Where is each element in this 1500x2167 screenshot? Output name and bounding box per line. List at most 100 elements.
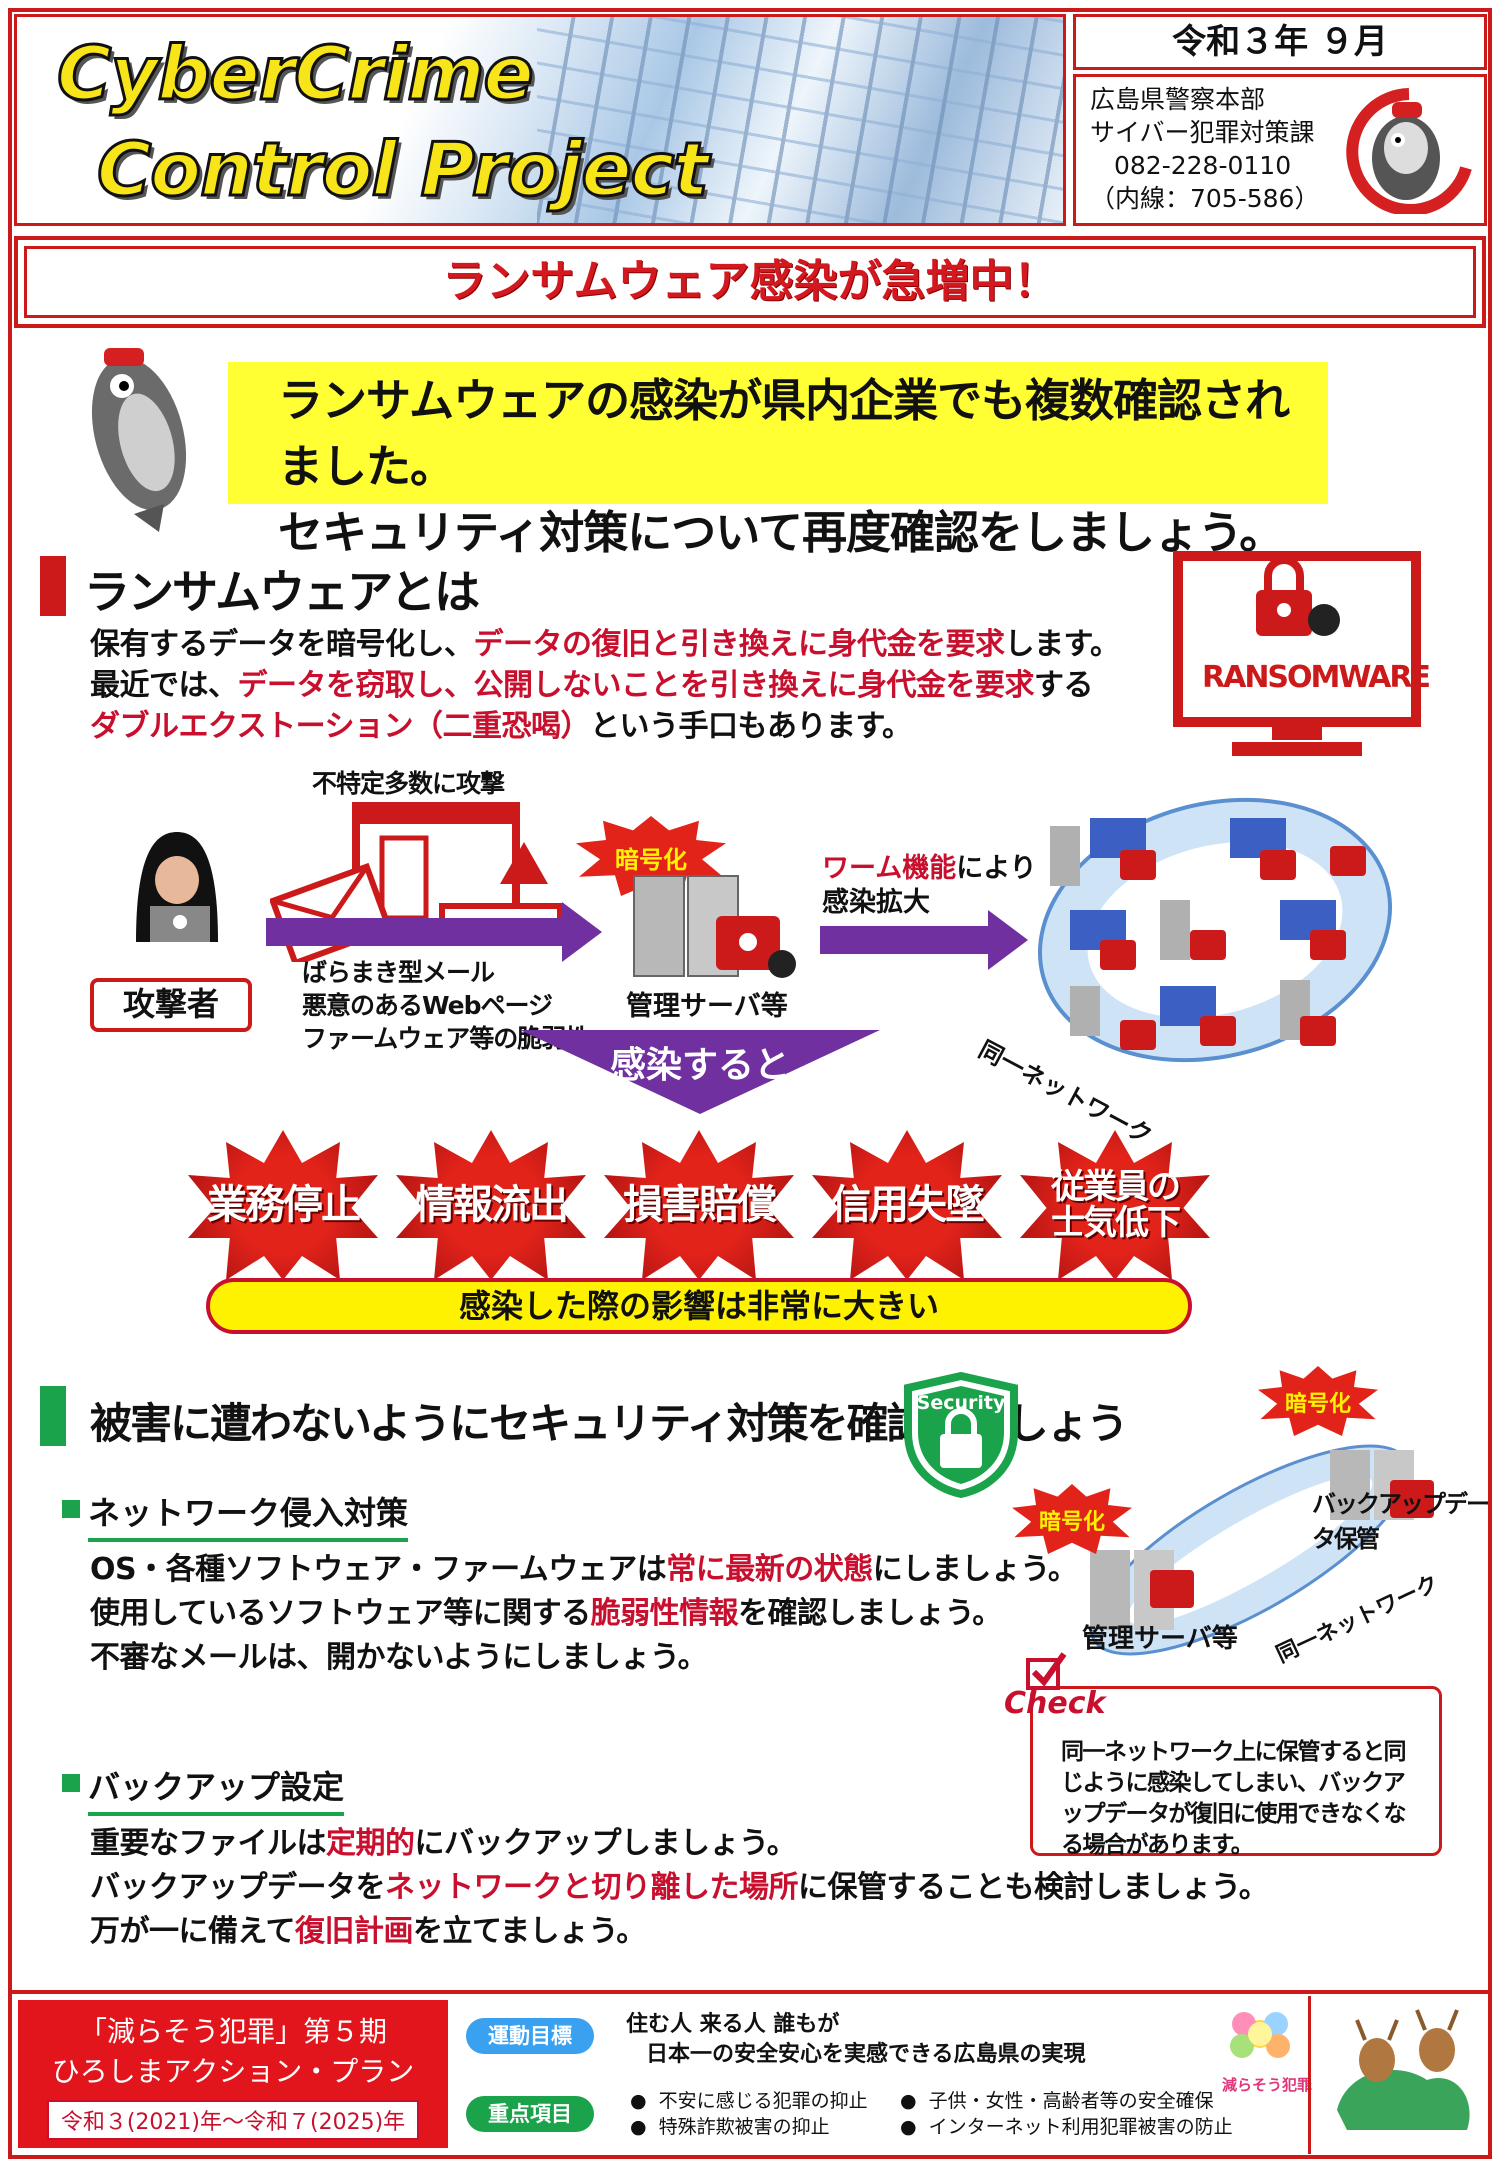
backup-body: 重要なファイルは定期的にバックアップしましょう。 バックアップデータをネットワー… — [90, 1822, 1269, 1954]
plan-line2: ひろしまアクション・プラン — [51, 2055, 415, 2088]
worm-label: ワーム機能により 感染拡大 — [822, 852, 1037, 920]
n1c: にしましょう。 — [872, 1552, 1078, 1587]
page-frame — [8, 8, 1492, 2159]
backup-marker — [62, 1774, 80, 1792]
b3a: 万が一に備えて — [90, 1914, 296, 1949]
s1-p2a: 最近では、 — [90, 668, 238, 703]
contact-info: 広島県警察本部 サイバー犯罪対策課 082-228-0110 （内線：705-5… — [1073, 74, 1487, 226]
b1a: 重要なファイルは — [90, 1826, 327, 1861]
n3: 不審なメールは、開かないようにしましょう。 — [90, 1640, 708, 1675]
vector-mail: ばらまき型メール — [302, 958, 495, 987]
checkmark-icon — [1026, 1652, 1067, 1690]
attacker-icon — [136, 832, 218, 942]
b3c: を立てましょう。 — [413, 1914, 646, 1949]
attack-arrow — [266, 918, 566, 946]
b1c: にバックアップしましょう。 — [414, 1826, 797, 1861]
worm-b: により — [956, 853, 1037, 884]
attacker-label: 攻撃者 — [90, 978, 252, 1032]
logo-line2: Control Project — [96, 126, 711, 215]
issue-date: 令和３年 ９月 — [1073, 14, 1487, 70]
org-name: 広島県警察本部 — [1090, 85, 1266, 114]
ransomware-monitor-icon — [1173, 551, 1421, 756]
section1-marker — [40, 556, 66, 616]
b2c: に保管することも検討しましょう。 — [798, 1870, 1269, 1905]
keyboard-graphic — [537, 17, 1063, 223]
spread-label: 感染拡大 — [822, 887, 930, 918]
n2b: 脆弱性情報 — [590, 1596, 739, 1631]
impact-3-text: 損害賠償 — [623, 1182, 777, 1228]
n2c: を確認しましょう。 — [738, 1596, 1002, 1631]
focus-1: ● 不安に感じる犯罪の抑止 — [630, 2090, 868, 2112]
check-label: Check — [1004, 1686, 1106, 1721]
focus-4-text: インターネット利用犯罪被害の防止 — [928, 2116, 1233, 2138]
encrypt-label-2: 暗号化 — [1284, 1392, 1351, 1417]
alert-line2: セキュリティ対策について再度確認をしましょう。 — [278, 506, 1284, 559]
dept-name: サイバー犯罪対策課 — [1090, 118, 1315, 147]
check-text: 同一ネットワーク上に保管すると同じように感染してしまい、バックアップデータが復旧… — [1061, 1739, 1407, 1858]
s1-p1c: します。 — [1004, 627, 1121, 662]
backup-heading: バックアップ設定 — [88, 1762, 345, 1816]
footer-divider — [12, 1990, 1488, 1994]
plan-line1: 「減らそう犯罪」第５期 — [78, 2015, 387, 2048]
ransomware-label: RANSOMWARE — [1202, 660, 1431, 695]
network-ring-graphic — [1037, 797, 1393, 1063]
impact-1-text: 業務停止 — [207, 1182, 361, 1228]
plan-period: 令和３(2021)年～令和７(2025)年 — [46, 2100, 420, 2140]
focus-2-text: 子供・女性・高齢者等の安全確保 — [928, 2090, 1214, 2112]
s1-p3a: ダブルエクストーション（二重恐喝） — [90, 709, 591, 744]
impact-5-text: 従業員の 士気低下 — [1051, 1167, 1181, 1243]
section1-body: 保有するデータを暗号化し、データの復旧と引き換えに身代金を要求します。 最近では… — [90, 624, 1120, 747]
focus-4: ● インターネット利用犯罪被害の防止 — [900, 2116, 1233, 2138]
deer-mascot-icon — [1337, 2009, 1470, 2130]
goal-text: 住む人 来る人 誰もが 日本一の安全安心を実感できる広島県の実現 — [626, 2010, 1086, 2070]
vector-web: 悪意のあるWebページ — [302, 991, 553, 1020]
focus-3-text: 特殊詐欺被害の抑止 — [658, 2116, 830, 2138]
focus-list: ● 不安に感じる犯罪の抑止 ● 子供・女性・高齢者等の安全確保 ● 特殊詐欺被害… — [630, 2088, 1250, 2140]
server-label: 管理サーバ等 — [626, 991, 788, 1022]
attack-arrow-head — [562, 902, 602, 962]
server-locked-icon — [633, 875, 796, 978]
security-shield-icon — [904, 1372, 1018, 1498]
b3b: 復旧計画 — [295, 1914, 414, 1949]
b2b: ネットワークと切り離した場所 — [385, 1870, 799, 1905]
network-heading: ネットワーク侵入対策 — [88, 1488, 409, 1542]
impact-2-text: 情報流出 — [415, 1182, 569, 1228]
check-box: 同一ネットワーク上に保管すると同じように感染してしまい、バックアップデータが復旧… — [1030, 1686, 1442, 1858]
carp-mascot-icon — [1346, 88, 1472, 214]
mascot-label: 減らそう犯罪 — [1222, 2076, 1313, 2094]
s1-p1a: 保有するデータを暗号化し、 — [90, 627, 474, 662]
worm-a: ワーム機能 — [822, 853, 957, 884]
headline-box: ランサムウェア感染が急増中！ — [14, 236, 1486, 328]
phone-number: 082-228-0110 — [1114, 151, 1292, 180]
n1a: OS・各種ソフトウェア・ファームウェアは — [90, 1552, 667, 1587]
goal-line1: 住む人 来る人 誰もが — [626, 2012, 840, 2037]
security-badge-label: Security — [916, 1392, 1006, 1414]
section1-heading: ランサムウェアとは — [84, 565, 480, 619]
focus-pill: 重点項目 — [466, 2096, 594, 2132]
focus-2: ● 子供・女性・高齢者等の安全確保 — [900, 2090, 1214, 2112]
focus-1-text: 不安に感じる犯罪の抑止 — [658, 2090, 868, 2112]
backup-store-label: バックアップデータ保管 — [1312, 1490, 1490, 1553]
impact-note: 感染した際の影響は非常に大きい — [206, 1278, 1192, 1334]
network-body: OS・各種ソフトウェア・ファームウェアは常に最新の状態にしましょう。 使用してい… — [90, 1548, 1078, 1680]
goal-pill: 運動目標 — [466, 2018, 594, 2054]
footer-plan: 「減らそう犯罪」第５期 ひろしまアクション・プラン 令和３(2021)年～令和７… — [18, 2000, 448, 2148]
impact-4-text: 信用失墜 — [831, 1182, 985, 1228]
section2-marker — [40, 1386, 66, 1446]
alert-line1: ランサムウェアの感染が県内企業でも複数確認されました。 — [278, 374, 1290, 493]
encrypt-label: 暗号化 — [615, 846, 687, 874]
target-label: 不特定多数に攻撃 — [312, 769, 505, 798]
infect-label: 感染すると — [609, 1045, 790, 1086]
goal-line2: 日本一の安全安心を実感できる広島県の実現 — [646, 2042, 1086, 2067]
n2a: 使用しているソフトウェア等に関する — [90, 1596, 591, 1631]
server-label-2: 管理サーバ等 — [1082, 1624, 1238, 1654]
deer-mascot-panel — [1308, 1996, 1486, 2154]
flower-mascot-icon — [1230, 2012, 1290, 2058]
encrypt-label-3: 暗号化 — [1038, 1510, 1105, 1535]
s1-p1b: データの復旧と引き換えに身代金を要求 — [473, 627, 1006, 662]
header-logo-panel: CyberCrime Control Project — [14, 14, 1066, 226]
s1-p3b: という手口もあります。 — [590, 709, 912, 744]
logo-line1: CyberCrime — [56, 30, 536, 119]
backup-ring-graphic — [1089, 1444, 1434, 1656]
spread-arrow-head — [988, 910, 1028, 970]
